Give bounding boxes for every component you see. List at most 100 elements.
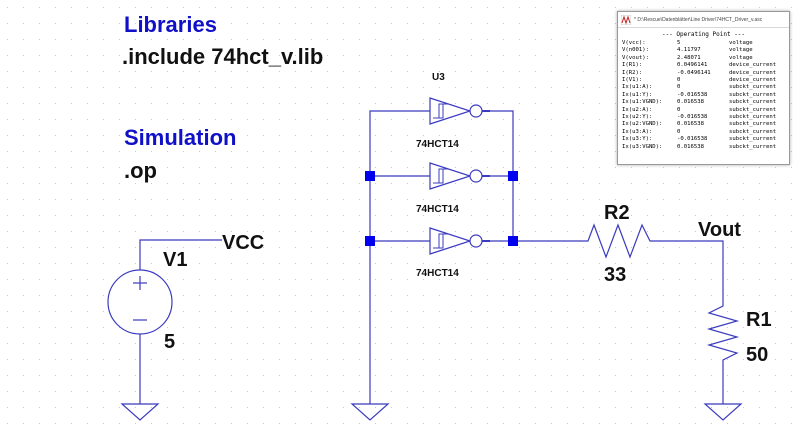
op-row: V(vout): 2.48071 voltage (622, 55, 785, 62)
op-row-name: Ix(u2:Y): (622, 114, 653, 121)
op-row-name: Ix(u2:VGND): (622, 121, 663, 128)
junction-dot (365, 236, 375, 246)
op-window-title: * D:\Rescue\Datenblätter\Line Driver\74H… (634, 16, 763, 23)
net-label-vout[interactable]: Vout (698, 219, 741, 241)
sim-command-directive[interactable]: .op (124, 158, 157, 183)
op-row-name: Ix(u3:VGND): (622, 143, 663, 150)
op-row-value: 0 (677, 84, 681, 91)
op-row-value: 0 (677, 77, 681, 84)
op-row-name: V(vout): (622, 54, 649, 61)
schmitt-icon-b (435, 233, 449, 249)
op-row-value: 5 (677, 40, 681, 46)
wire-input-bus (369, 110, 430, 404)
voltage-source-symbol-icon (107, 269, 173, 335)
resistor-name-r2[interactable]: R2 (604, 202, 630, 224)
op-row-type: subckt_current (729, 84, 777, 91)
op-row-value: 0 (677, 106, 681, 113)
wire-output-bus (490, 110, 514, 241)
inverter-bubble-icon (469, 169, 483, 183)
op-results-header: --- Operating Point --- (661, 31, 746, 38)
op-row-value: 0.016538 (677, 143, 704, 150)
junction-dot (365, 171, 375, 181)
ground-icon (120, 403, 160, 421)
resistor-value-r2[interactable]: 33 (604, 264, 627, 286)
junction-dots (365, 171, 518, 246)
op-row-type: device_current (729, 62, 777, 69)
pin-stub (482, 240, 490, 242)
inverter-u2[interactable] (429, 162, 490, 190)
op-row-name: Ix(u3:A): (622, 128, 653, 135)
op-row: V(vcc): 5 voltage (622, 40, 785, 47)
op-row-type: subckt_current (729, 99, 777, 106)
op-row-value: 0.016538 (677, 121, 704, 128)
junction-dot (508, 236, 518, 246)
voltage-source-v1[interactable] (107, 269, 173, 335)
op-results-table: V(vcc): 5 voltage V(n001): 4.11797 voltage V… (622, 40, 785, 151)
op-row-name: Ix(u2:A): (622, 106, 653, 113)
resistor-r1-icon[interactable] (706, 300, 740, 366)
resistor-value-r1[interactable]: 50 (746, 344, 769, 366)
ltspice-icon (621, 14, 631, 25)
gate-part-label-2: 74HCT14 (416, 204, 459, 215)
ground-icon (350, 403, 390, 421)
op-row-type: voltage (729, 40, 753, 46)
op-row-value: 0.0496141 (677, 62, 708, 69)
op-row-value: 2.48071 (677, 54, 701, 61)
op-row-name: V(n001): (622, 47, 649, 54)
resistor-name-r1[interactable]: R1 (746, 309, 772, 331)
op-row-type: voltage (729, 54, 753, 61)
op-row-name: I(V1): (622, 77, 643, 84)
op-row-type: subckt_current (729, 136, 777, 143)
op-row-type: subckt_current (729, 91, 777, 98)
source-value[interactable]: 5 (164, 331, 176, 353)
simulation-heading: Simulation (124, 125, 237, 150)
op-row-value: -0.0496141 (677, 69, 711, 76)
op-row-type: subckt_current (729, 106, 777, 113)
op-row-value: 0 (677, 128, 681, 135)
op-row: I(R2): -0.0496141 device_current (622, 70, 785, 77)
inverter-u1[interactable] (429, 97, 490, 125)
op-row-type: subckt_current (729, 128, 777, 135)
wire-vcc (139, 239, 222, 270)
libraries-heading: Libraries (124, 12, 217, 37)
op-row: Ix(u3:A): 0 subckt_current (622, 129, 785, 136)
operating-point-window[interactable]: * D:\Rescue\Datenblätter\Line Driver\74H… (617, 11, 790, 165)
include-directive[interactable]: .include 74hct_v.lib (122, 44, 324, 69)
ground-icon (703, 403, 743, 421)
op-row-name: Ix(u3:Y): (622, 136, 653, 143)
op-window-titlebar[interactable]: * D:\Rescue\Datenblätter\Line Driver\74H… (618, 12, 789, 28)
op-row-type: subckt_current (729, 114, 777, 121)
pin-stub (482, 110, 490, 112)
op-row-name: I(R2): (622, 69, 643, 76)
op-row-type: subckt_current (729, 143, 777, 150)
op-row-type: subckt_current (729, 121, 777, 128)
op-row: Ix(u2:VGND): 0.016538 subckt_current (622, 121, 785, 128)
wires (139, 110, 724, 404)
op-row-type: device_current (729, 69, 777, 76)
resistor-r2-icon[interactable] (578, 223, 660, 259)
source-name-v1[interactable]: V1 (163, 249, 188, 271)
pin-stub (482, 175, 490, 177)
op-row-name: V(vcc): (622, 40, 646, 46)
wire-vout (660, 240, 724, 300)
op-row: Ix(u2:A): 0 subckt_current (622, 107, 785, 114)
op-window-body: --- Operating Point --- V(vcc): 5 voltage … (618, 28, 789, 151)
net-label-vcc[interactable]: VCC (222, 232, 265, 254)
op-row-name: Ix(u1:VGND): (622, 99, 663, 106)
gate-part-label-3: 74HCT14 (416, 268, 459, 279)
inverter-u3[interactable] (429, 227, 490, 255)
gate-ref-u3[interactable]: U3 (432, 72, 445, 83)
op-row-value: 4.11797 (677, 47, 701, 54)
gate-part-label-1: 74HCT14 (416, 139, 459, 150)
ground-symbols (120, 403, 743, 421)
op-row-value: -0.016538 (677, 114, 708, 121)
inverter-bubble-icon (469, 104, 483, 118)
inverter-bubble-icon (469, 234, 483, 248)
